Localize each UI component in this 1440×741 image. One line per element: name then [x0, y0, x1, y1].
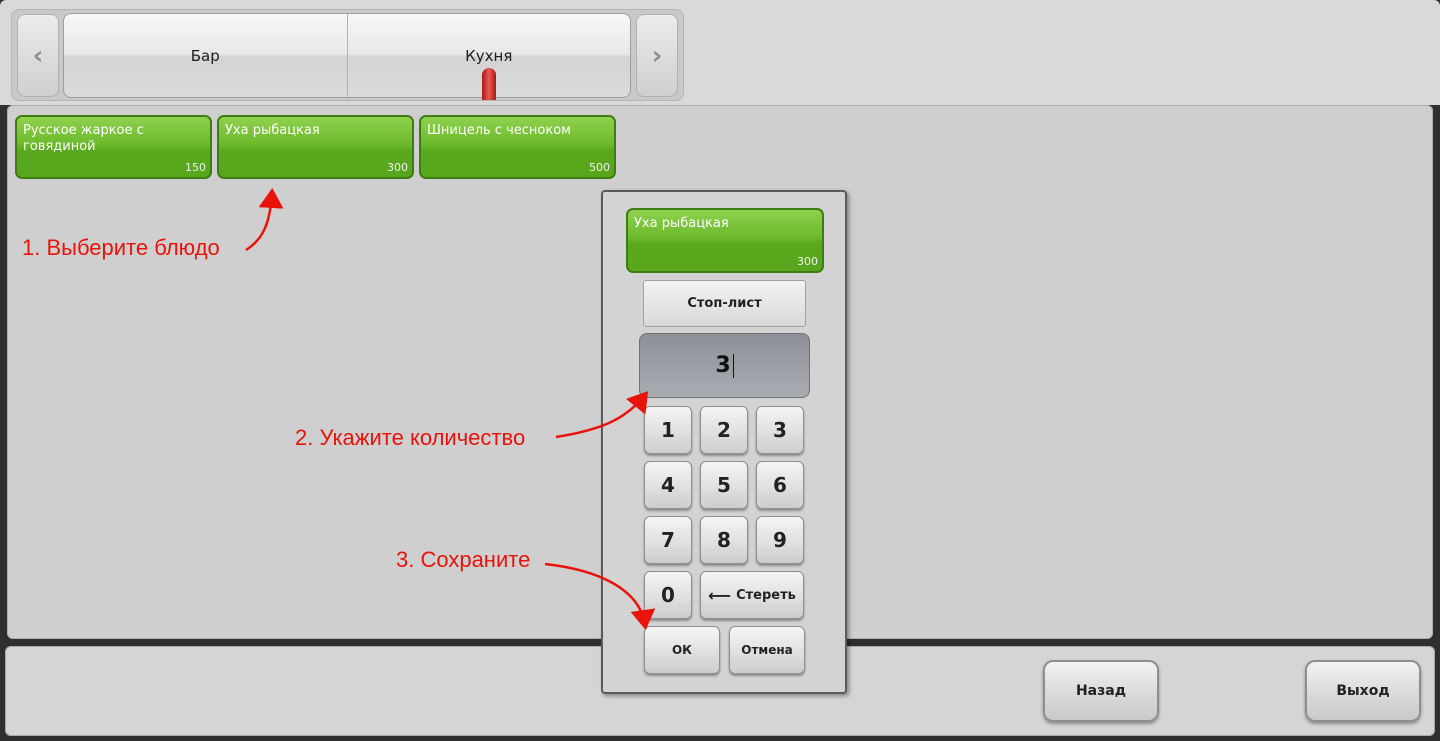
key-1[interactable]: 1	[644, 406, 692, 454]
key-3[interactable]: 3	[756, 406, 804, 454]
chevron-left-icon[interactable]: ‹	[17, 14, 59, 97]
exit-button[interactable]: Выход	[1305, 660, 1421, 722]
active-tab-indicator	[481, 68, 496, 100]
category-strip: ‹ Бар Кухня ›	[11, 9, 684, 101]
tab-label: Кухня	[465, 46, 513, 65]
dish-name: Уха рыбацкая	[634, 216, 729, 231]
dish-name: Русское жаркое с говядиной	[23, 123, 144, 154]
dish-tile[interactable]: Уха рыбацкая 300	[217, 115, 414, 179]
tab-kitchen[interactable]: Кухня	[346, 14, 631, 100]
annotation-step1: 1. Выберите блюдо	[22, 235, 220, 260]
stop-list-button[interactable]: Стоп-лист	[643, 280, 806, 327]
key-7[interactable]: 7	[644, 516, 692, 564]
dish-tile[interactable]: Шницель с чесноком 500	[419, 115, 616, 179]
tab-label: Бар	[190, 46, 220, 65]
selected-dish-tile: Уха рыбацкая 300	[626, 208, 824, 273]
annotation-step2: 2. Укажите количество	[295, 425, 526, 450]
dish-name: Уха рыбацкая	[225, 123, 320, 138]
prev-glyph: ‹	[32, 40, 44, 71]
key-6[interactable]: 6	[756, 461, 804, 509]
back-button[interactable]: Назад	[1043, 660, 1159, 722]
annotation-step3: 3. Сохраните	[396, 547, 531, 572]
quantity-input[interactable]: 3	[639, 333, 810, 398]
dish-name: Шницель с чесноком	[427, 123, 571, 138]
cancel-button[interactable]: Отмена	[729, 626, 805, 674]
erase-label: Стереть	[736, 587, 796, 603]
key-4[interactable]: 4	[644, 461, 692, 509]
text-caret	[732, 353, 734, 378]
key-9[interactable]: 9	[756, 516, 804, 564]
next-glyph: ›	[651, 40, 663, 71]
dish-price: 300	[387, 161, 408, 174]
dish-price: 500	[589, 161, 610, 174]
ok-button[interactable]: ОК	[644, 626, 720, 674]
key-0[interactable]: 0	[644, 571, 692, 619]
category-panel: ‹ Бар Кухня ›	[0, 0, 1440, 105]
stop-list-dialog: Уха рыбацкая 300 Стоп-лист 3 1 2 3 4 5 6…	[601, 190, 847, 694]
category-tabs: Бар Кухня	[63, 13, 631, 100]
arrow-left-icon: ⟵	[708, 585, 732, 605]
key-8[interactable]: 8	[700, 516, 748, 564]
dish-tile[interactable]: Русское жаркое с говядиной 150	[15, 115, 212, 179]
key-2[interactable]: 2	[700, 406, 748, 454]
chevron-right-icon[interactable]: ›	[636, 14, 678, 97]
erase-button[interactable]: ⟵ Стереть	[700, 571, 804, 619]
tab-bar[interactable]: Бар	[64, 14, 347, 97]
dish-price: 300	[797, 255, 818, 268]
dish-price: 150	[185, 161, 206, 174]
key-5[interactable]: 5	[700, 461, 748, 509]
quantity-value: 3	[715, 353, 731, 378]
